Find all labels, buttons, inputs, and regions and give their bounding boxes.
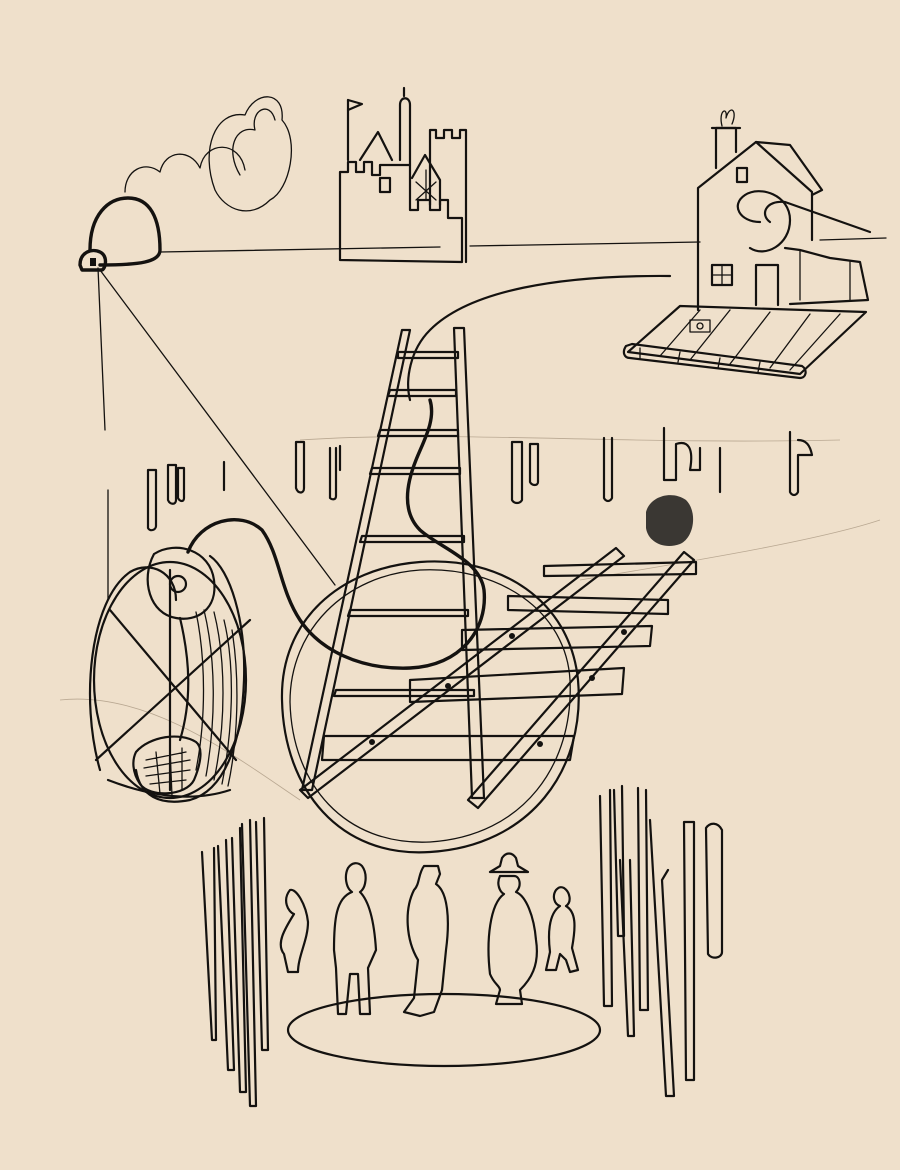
phone-cord [186,398,487,670]
carpet-platform [622,304,868,380]
reeds-left [200,816,270,1108]
horizon-line [159,237,887,253]
figure-man-1 [332,862,378,1016]
winding-road [407,274,672,402]
light-beam [97,267,336,601]
figure-small-right [544,886,580,974]
cloud-scribble [124,96,293,212]
house [696,109,872,312]
reeds-right [598,784,724,1098]
distant-posts [146,426,814,532]
castle [338,86,468,264]
figure-woman-hat [487,852,538,1006]
figure-man-hat [402,864,449,1018]
telephone-receiver [88,546,252,803]
railway-tracks [298,546,698,810]
figure-small-left [279,888,310,974]
floor-circle [280,560,580,854]
tunnel-mound [78,196,162,272]
ground-spot [286,992,602,1068]
ink-blot [646,495,694,547]
